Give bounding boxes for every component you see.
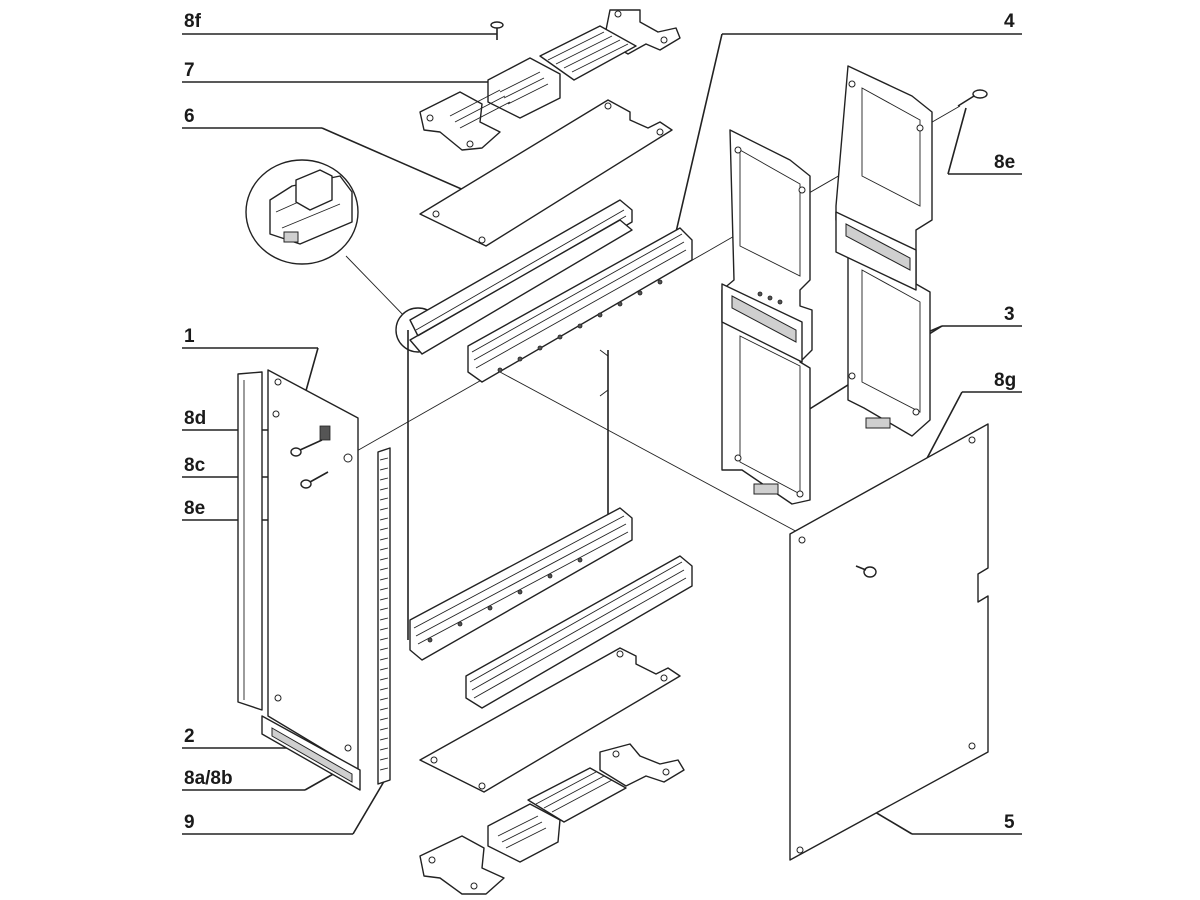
label-8a8b: 8a/8b [184,768,233,789]
bottom-plate [419,647,681,793]
label-8e-left: 8e [184,498,205,519]
strip-9 [377,447,391,785]
label-9: 9 [184,812,195,833]
label-8e-right: 8e [994,152,1015,173]
label-6: 6 [184,106,195,127]
upper-rails-4 [409,199,693,383]
side-bracket-left-3 [721,129,813,505]
side-frame [407,330,609,640]
side-bracket-right-3 [835,65,933,437]
screw-8e-right [957,89,988,107]
top-connector-7 [419,9,681,151]
label-4: 4 [1004,11,1015,32]
handle-2-8a8b [261,715,361,791]
label-1: 1 [184,326,195,347]
lower-rails-4 [409,507,693,709]
label-5: 5 [1004,812,1015,833]
front-panel-1 [237,369,359,771]
screw-8f [490,21,504,40]
rear-panel-5 [789,423,989,861]
screws-8d-8c-8e [290,425,331,489]
label-8f: 8f [184,11,202,32]
label-8d: 8d [184,408,206,429]
label-texts: 8f 7 6 1 8d 8c 8e 2 8a/8b 9 4 8e 3 8g 5 [184,11,1016,833]
screw-8g [855,565,877,578]
top-plate-6 [419,99,673,247]
label-8c: 8c [184,455,206,476]
label-8g: 8g [994,370,1016,391]
label-3: 3 [1004,304,1015,325]
bottom-connector [419,743,685,895]
label-2: 2 [184,726,195,747]
label-7: 7 [184,60,195,81]
